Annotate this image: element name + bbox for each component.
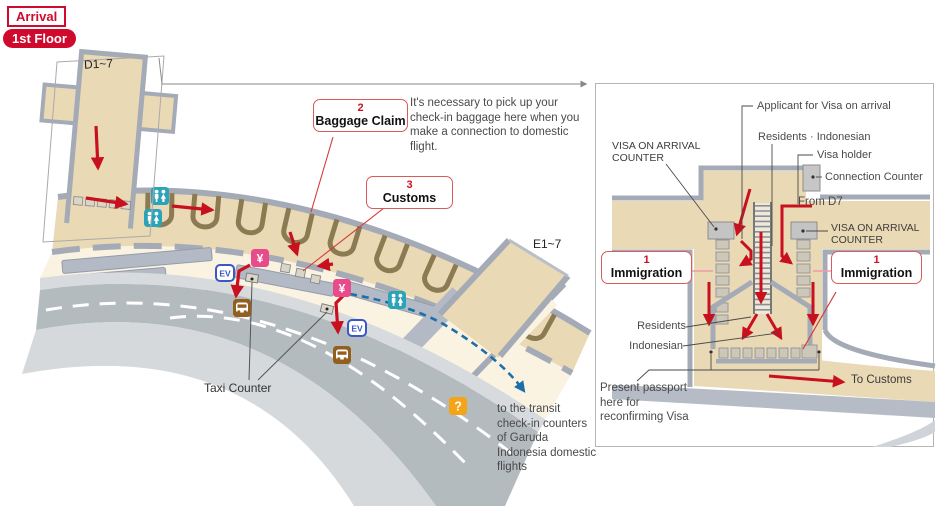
taxi-counter-label: Taxi Counter: [204, 381, 272, 395]
baggage-hall: [52, 190, 590, 373]
immigration-right-leader: [802, 291, 837, 350]
svg-text:¥: ¥: [257, 252, 264, 266]
present-passport-note: Present passport here for reconfirming V…: [600, 382, 689, 424]
d-pier: [39, 48, 179, 233]
baggage-note: It's necessary to pick up your check-in …: [410, 97, 580, 153]
elevator-icon: EV: [347, 319, 367, 337]
taxi-counter-desks: [244, 272, 335, 315]
restroom-icon: [388, 291, 406, 309]
immigration-counters: [715, 239, 811, 325]
d-pier-outline-box: [42, 55, 165, 243]
restroom-icon: [144, 209, 162, 227]
voa-counter-label-right: VISA ON ARRIVAL COUNTER: [831, 222, 920, 247]
panel-flow-arrows: [702, 188, 846, 388]
customs-callout: 3 Customs: [366, 176, 453, 210]
information-icon: ?: [449, 397, 467, 415]
taxi-counter-leaders: [248, 281, 328, 381]
road-lane-line: [45, 301, 521, 462]
leader-dots: [709, 175, 821, 354]
queue-barrier: [710, 279, 813, 349]
arrival-badge: Arrival: [7, 6, 67, 27]
money-exchange-icon: ¥: [251, 249, 269, 267]
curb: [40, 272, 546, 432]
immigration-callout-right: 1 Immigration: [831, 251, 922, 285]
baggage-claim-callout: 2 Baggage Claim: [313, 99, 408, 133]
elevator-icon: EV: [215, 264, 235, 282]
panel-label-leaders: [636, 105, 828, 382]
customs-label: Customs: [382, 191, 437, 206]
connection-counter-label: Connection Counter: [825, 171, 923, 183]
money-exchange-icon: ¥: [333, 279, 351, 297]
floor-badge: 1st Floor: [3, 29, 76, 48]
road-lane-line-2: [169, 314, 472, 470]
restroom-icon: [151, 187, 169, 205]
transit-route-dashed: [349, 292, 526, 393]
indonesian-label: Indonesian: [629, 340, 683, 352]
immigration-number: 1: [643, 254, 650, 266]
baggage-claim-number: 2: [357, 102, 364, 114]
road-outer-band: [22, 322, 436, 506]
transit-note: to the transit check-in counters of Garu…: [497, 403, 597, 474]
residents-label: Residents: [637, 320, 686, 332]
svg-text:EV: EV: [351, 324, 363, 334]
customs-number: 3: [406, 179, 413, 191]
immigration-number: 1: [873, 254, 880, 266]
gate-e-label: E1~7: [533, 237, 562, 251]
from-d7-label: From D7: [798, 196, 843, 208]
road: [36, 283, 538, 506]
label-leaders-red: [302, 136, 385, 272]
bus-taxi-icon: [333, 346, 351, 364]
immigration-callout-left: 1 Immigration: [601, 251, 692, 285]
terminal-map: ¥ ¥ EV EV ?: [22, 48, 592, 506]
baggage-claim-label: Baggage Claim: [315, 114, 406, 129]
applicant-voa-label: Applicant for Visa on arrival: [757, 100, 891, 112]
immigration-label: Immigration: [840, 266, 913, 281]
svg-text:¥: ¥: [339, 282, 346, 296]
voa-counter-label-left: VISA ON ARRIVAL COUNTER: [612, 140, 701, 165]
detail-panel-leader-arrow: [158, 57, 588, 88]
visa-holder-label: Visa holder: [817, 149, 872, 161]
e-pier: [440, 240, 568, 358]
gate-d-label: D1~7: [83, 56, 114, 72]
immigration-label: Immigration: [610, 266, 683, 281]
svg-text:EV: EV: [219, 269, 231, 279]
bus-taxi-icon: [233, 299, 251, 317]
to-customs-label: To Customs: [851, 374, 912, 386]
connection-counter-desk: [802, 164, 821, 192]
flow-arrows: [85, 125, 346, 335]
residents-indonesian-label: Residents · Indonesian: [758, 131, 871, 143]
svg-text:?: ?: [454, 400, 462, 414]
immigration-detail-panel: [595, 83, 936, 447]
residents-counters: [718, 344, 818, 359]
